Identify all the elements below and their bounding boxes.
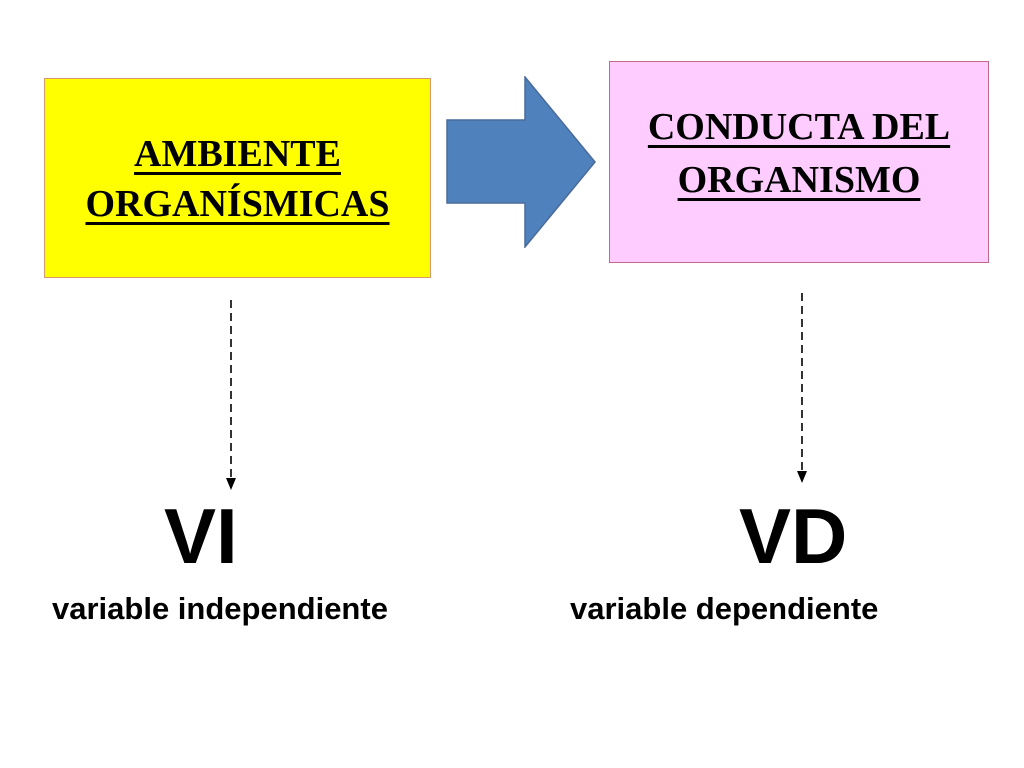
block-arrow-right-icon	[446, 76, 596, 248]
independent-variable-abbr: VI	[164, 492, 238, 580]
dependent-box: CONDUCTA DEL ORGANISMO	[609, 61, 989, 263]
flow-arrow-shape	[446, 76, 596, 248]
independent-box-line-2: ORGANÍSMICAS	[85, 183, 390, 225]
independent-box-line-1: AMBIENTE	[134, 132, 341, 175]
independent-variable-caption: variable independiente	[52, 591, 388, 626]
dependent-box-line-2: ORGANISMO	[677, 159, 921, 201]
independent-box: AMBIENTE ORGANÍSMICAS	[44, 78, 431, 278]
dashed-arrow-left-icon	[226, 300, 236, 490]
dependent-variable-abbr: VD	[739, 492, 848, 580]
dependent-variable-caption: variable dependiente	[570, 591, 879, 626]
dependent-box-line-1: CONDUCTA DEL	[647, 105, 951, 148]
dashed-arrow-right-icon	[797, 293, 807, 483]
